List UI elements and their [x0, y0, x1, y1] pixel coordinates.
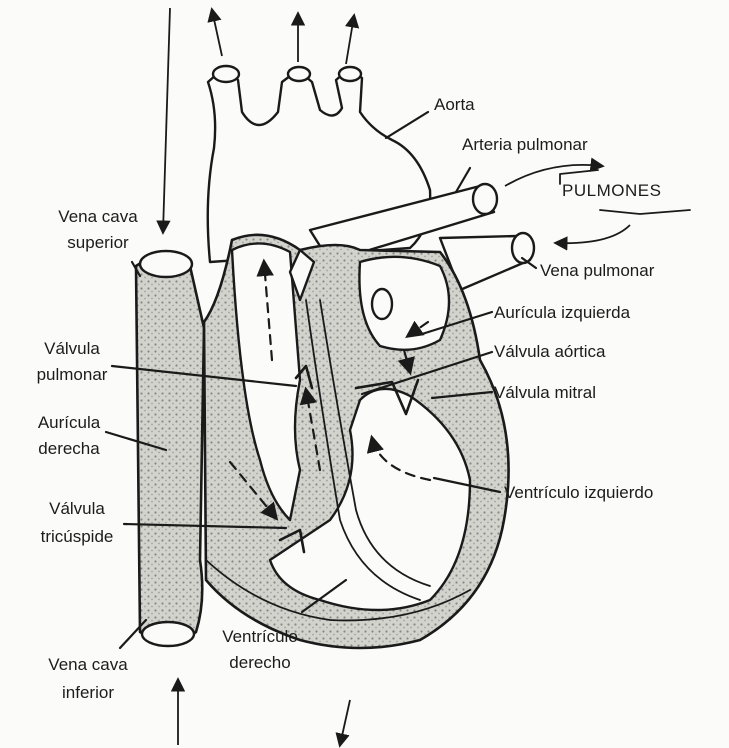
label-valvula-mitral: Válvula mitral [494, 382, 596, 403]
label-vena-pulmonar: Vena pulmonar [540, 260, 654, 281]
label-arteria-pulmonar: Arteria pulmonar [462, 134, 588, 155]
label-vena-cava-superior-line2: superior [28, 232, 168, 253]
label-valvula-tricuspide-line1: Válvula [22, 498, 132, 519]
label-valvula-pulmonar-line1: Válvula [12, 338, 132, 359]
label-ventriculo-derecho-line1: Ventrículo [200, 626, 320, 647]
label-ventriculo-izquierdo: Ventrículo izquierdo [504, 482, 653, 503]
label-auricula-derecha-line2: derecha [14, 438, 124, 459]
label-aorta: Aorta [434, 94, 475, 115]
label-vena-cava-inferior-line2: inferior [28, 682, 148, 703]
label-valvula-aortica: Válvula aórtica [494, 341, 606, 362]
label-auricula-izquierda: Aurícula izquierda [494, 302, 630, 323]
vena-cava-shape [136, 251, 204, 646]
label-pulmones: PULMONES [562, 180, 661, 201]
label-valvula-pulmonar-line2: pulmonar [12, 364, 132, 385]
label-vena-cava-inferior-line1: Vena cava [28, 654, 148, 675]
heart-body [204, 235, 509, 648]
label-ventriculo-derecho-line2: derecho [200, 652, 320, 673]
label-vena-cava-superior-line1: Vena cava [28, 206, 168, 227]
label-valvula-tricuspide-line2: tricúspide [22, 526, 132, 547]
label-auricula-derecha-line1: Aurícula [14, 412, 124, 433]
